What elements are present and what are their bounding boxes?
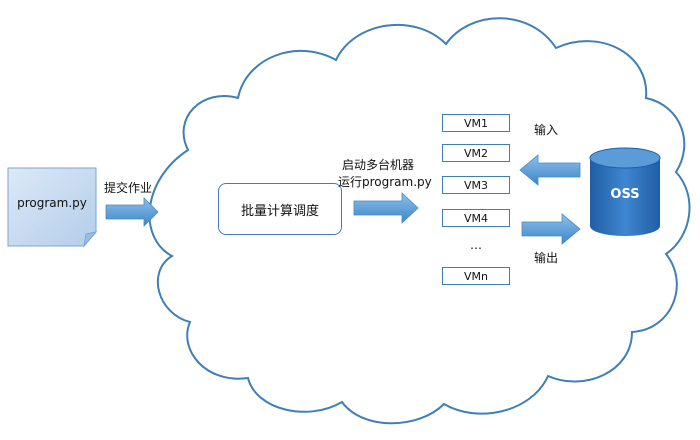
cloud-shape [148, 17, 691, 425]
oss-label: OSS [610, 187, 640, 202]
vm-box: VM3 [442, 176, 510, 194]
launch-label-line1: 启动多台机器 [342, 158, 415, 172]
input-arrow [519, 154, 581, 186]
submit-label: 提交作业 [104, 181, 153, 195]
launch-arrow [353, 192, 419, 224]
launch-label-line2: 运行program.py [338, 175, 432, 189]
file-name: program.py [17, 196, 87, 210]
vm-ellipsis: … [470, 238, 482, 252]
scheduler-label: 批量计算调度 [240, 203, 319, 219]
vm-box: VM2 [442, 144, 510, 162]
input-label: 输入 [534, 123, 559, 137]
vm-box: VM1 [442, 114, 510, 132]
document-icon [7, 167, 98, 248]
output-arrow [521, 213, 581, 245]
output-label: 输出 [534, 251, 559, 265]
scheduler-box: 批量计算调度 [218, 183, 342, 235]
oss-cylinder-icon [589, 147, 661, 236]
submit-arrow [105, 197, 159, 227]
vm-box: VMn [442, 267, 510, 285]
vm-box: VM4 [442, 209, 510, 227]
